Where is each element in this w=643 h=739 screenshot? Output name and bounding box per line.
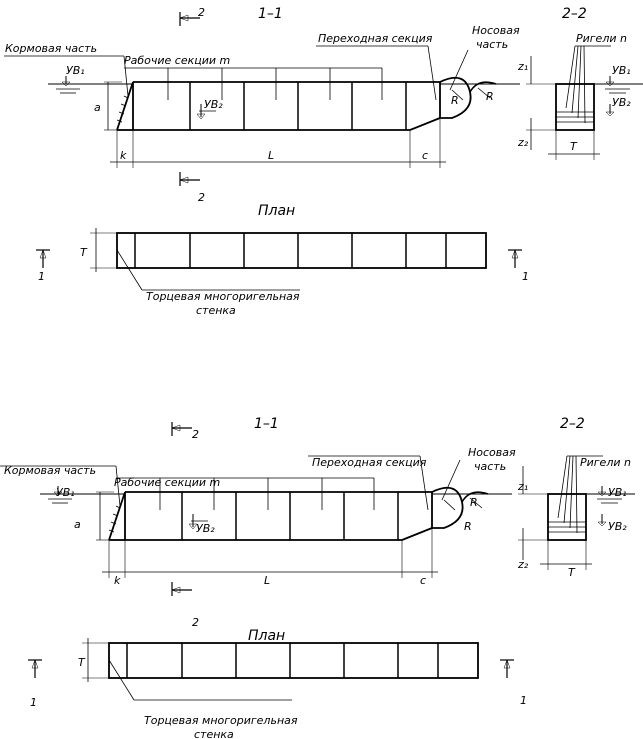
plan-title: План bbox=[248, 628, 285, 644]
dim-c-label: c bbox=[420, 574, 426, 587]
dim-T-2-2-label: T bbox=[570, 140, 578, 153]
dim-z2-label: z₂ bbox=[517, 558, 529, 571]
dim-T-plan-label: T bbox=[80, 246, 88, 259]
dim-a-label: a bbox=[74, 518, 81, 531]
dim-T-plan-label: T bbox=[78, 656, 86, 669]
bow-part-label-2: часть bbox=[474, 460, 506, 473]
dim-z1-label: z₁ bbox=[517, 60, 528, 73]
cut-1-right-label: 1 bbox=[520, 694, 527, 707]
uv2-label-2-2: УВ₂ bbox=[608, 520, 627, 533]
section-2-2-title: 2–2 bbox=[562, 6, 587, 22]
working-sections-label: Рабочие секции m bbox=[114, 476, 220, 489]
crossbars-label: Ригели n bbox=[580, 456, 631, 469]
stern-part-label: Кормовая часть bbox=[5, 42, 97, 55]
end-wall-label-2: стенка bbox=[194, 728, 234, 739]
bow-part-label-1: Носовая bbox=[472, 24, 520, 37]
crossbars-label: Ригели n bbox=[576, 32, 627, 45]
uv1-label: УВ₁ bbox=[66, 64, 85, 77]
end-wall-label-2: стенка bbox=[196, 304, 236, 317]
cut-2-top-label: 2 bbox=[192, 428, 199, 441]
bow-part-label-1: Носовая bbox=[468, 446, 516, 459]
cut-1-right-label: 1 bbox=[522, 270, 529, 283]
transition-section-label: Переходная секция bbox=[312, 456, 427, 469]
plan-title: План bbox=[258, 203, 295, 219]
uv1-label: УВ₁ bbox=[56, 486, 75, 499]
end-wall-label-1: Торцевая многоригельная bbox=[144, 714, 298, 727]
dim-c-label: c bbox=[422, 149, 428, 162]
cut-2-bottom-label: 2 bbox=[192, 616, 199, 629]
working-sections-label: Рабочие секции m bbox=[124, 54, 230, 67]
uv2-label: УВ₂ bbox=[196, 522, 215, 535]
dim-L-label: L bbox=[268, 149, 274, 162]
section-1-1-title: 1–1 bbox=[254, 416, 279, 432]
dim-k-label: k bbox=[120, 149, 127, 162]
dim-z1-label: z₁ bbox=[517, 480, 528, 493]
section-2-2-title: 2–2 bbox=[560, 416, 585, 432]
dim-a-label: a bbox=[94, 101, 101, 114]
uv1-label-2-2: УВ₁ bbox=[608, 486, 627, 499]
cut-2-bottom-label: 2 bbox=[198, 191, 205, 204]
dim-R-label-1: R bbox=[470, 496, 478, 509]
uv2-label-2-2: УВ₂ bbox=[612, 96, 631, 109]
drawing-panel-bottom: 1–1 2–2 2 2 Кормовая часть Рабочие секци… bbox=[0, 416, 636, 739]
dim-z2-label: z₂ bbox=[517, 136, 529, 149]
dim-T-2-2-label: T bbox=[568, 566, 576, 579]
transition-section-label: Переходная секция bbox=[318, 32, 433, 45]
cut-1-left-label: 1 bbox=[30, 696, 37, 709]
dim-L-label: L bbox=[264, 574, 270, 587]
dim-R-label-2: R bbox=[486, 90, 494, 103]
bow-part-label-2: часть bbox=[476, 38, 508, 51]
uv1-label-2-2: УВ₁ bbox=[612, 64, 631, 77]
stern-part-label: Кормовая часть bbox=[4, 464, 96, 477]
cut-2-top-label: 2 bbox=[198, 6, 205, 19]
dim-R-label-1: R bbox=[451, 94, 459, 107]
dim-k-label: k bbox=[114, 574, 121, 587]
drawing-panel-top: 1–1 2–2 2 2 Кормовая часть Рабочие секци… bbox=[3, 6, 643, 317]
uv2-label: УВ₂ bbox=[204, 98, 223, 111]
end-wall-label-1: Торцевая многоригельная bbox=[146, 290, 300, 303]
cut-1-left-label: 1 bbox=[38, 270, 45, 283]
dim-R-label-2: R bbox=[464, 520, 472, 533]
section-1-1-title: 1–1 bbox=[258, 6, 283, 22]
